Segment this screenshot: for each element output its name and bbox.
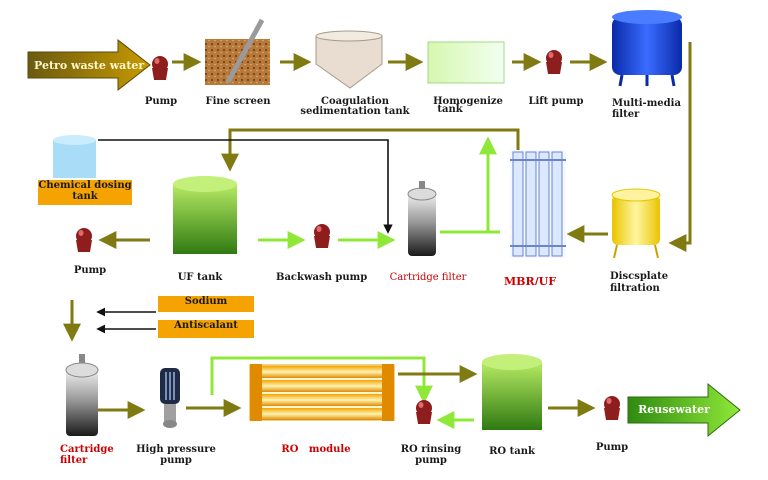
chemical-dosing-tank-icon <box>53 135 96 178</box>
ro-module-icon <box>249 364 395 421</box>
pump-left-icon <box>76 228 92 252</box>
sodium-label: Sodium <box>184 296 228 307</box>
homogenize-label-2: tank <box>437 104 463 115</box>
lift-pump-icon <box>546 50 562 74</box>
cartridge-label-2: filter <box>60 455 88 466</box>
pump-end-label: Pump <box>595 442 629 453</box>
cartridge-filter-bottom-icon <box>65 354 99 436</box>
antiscalant-box: Antiscalant <box>158 320 254 338</box>
multimedia-label-1: Multi-media <box>612 98 681 109</box>
pump-1-icon <box>152 56 168 80</box>
lift-pump-label: Lift pump <box>528 96 584 107</box>
backwash-pump-icon <box>314 224 330 248</box>
reuse-arrow <box>627 382 741 438</box>
mbr-uf-module-icon <box>510 150 566 258</box>
pump1-label: Pump <box>144 96 178 107</box>
chemical-dosing-box: Chemical dosing tank <box>38 180 132 205</box>
hp-pump-label-1: High pressure <box>136 444 216 455</box>
high-pressure-pump-icon <box>160 368 180 428</box>
uf-tank-label: UF tank <box>177 272 223 283</box>
cartridge-filter-top-label: Cartridge filter <box>389 272 467 283</box>
chemical-dosing-label-2: tank <box>72 191 98 202</box>
multimedia-label-2: filter <box>612 109 640 120</box>
ro-rinsing-label-1: RO rinsing <box>400 444 462 455</box>
homogenize-tank-icon <box>427 41 505 84</box>
multimedia-filter-icon <box>612 10 682 87</box>
hp-pump-label-2: pump <box>160 455 192 466</box>
source-arrow <box>27 38 151 92</box>
coagulation-label-1: Coagulation <box>320 96 389 107</box>
ro-module-label: RO module <box>281 444 351 455</box>
fine-screen-icon <box>205 18 270 85</box>
source-label: Petro waste water <box>34 59 145 72</box>
ro-rinsing-label-2: pump <box>415 455 447 466</box>
ro-rinsing-pump-icon <box>416 400 432 424</box>
discsplate-label-2: filtration <box>610 283 660 294</box>
coagulation-tank-icon <box>315 30 383 89</box>
discsplate-filter-icon <box>611 188 661 259</box>
pump-left-label: Pump <box>73 265 107 276</box>
backwash-pump-label: Backwash pump <box>276 272 368 283</box>
reuse-label: Reusewater <box>638 403 710 416</box>
sodium-box: Sodium <box>158 296 254 312</box>
uf-tank-icon <box>173 176 237 254</box>
cartridge-filter-top-icon <box>407 181 437 256</box>
ro-tank-icon <box>482 354 542 430</box>
coagulation-label-2: sedimentation tank <box>300 106 410 117</box>
discsplate-label-1: Discsplate <box>610 271 669 282</box>
antiscalant-label: Antiscalant <box>174 320 238 331</box>
pump-end-icon <box>604 396 620 420</box>
fine-screen-label: Fine screen <box>205 96 271 107</box>
ro-tank-label: RO tank <box>489 446 535 457</box>
chemical-dosing-label-1: Chemical dosing <box>38 180 132 191</box>
mbr-uf-label: MBR/UF <box>503 276 557 285</box>
cartridge-label-1: Cartridge <box>60 444 114 455</box>
homogenize-label-1: Homogenize <box>433 96 503 107</box>
